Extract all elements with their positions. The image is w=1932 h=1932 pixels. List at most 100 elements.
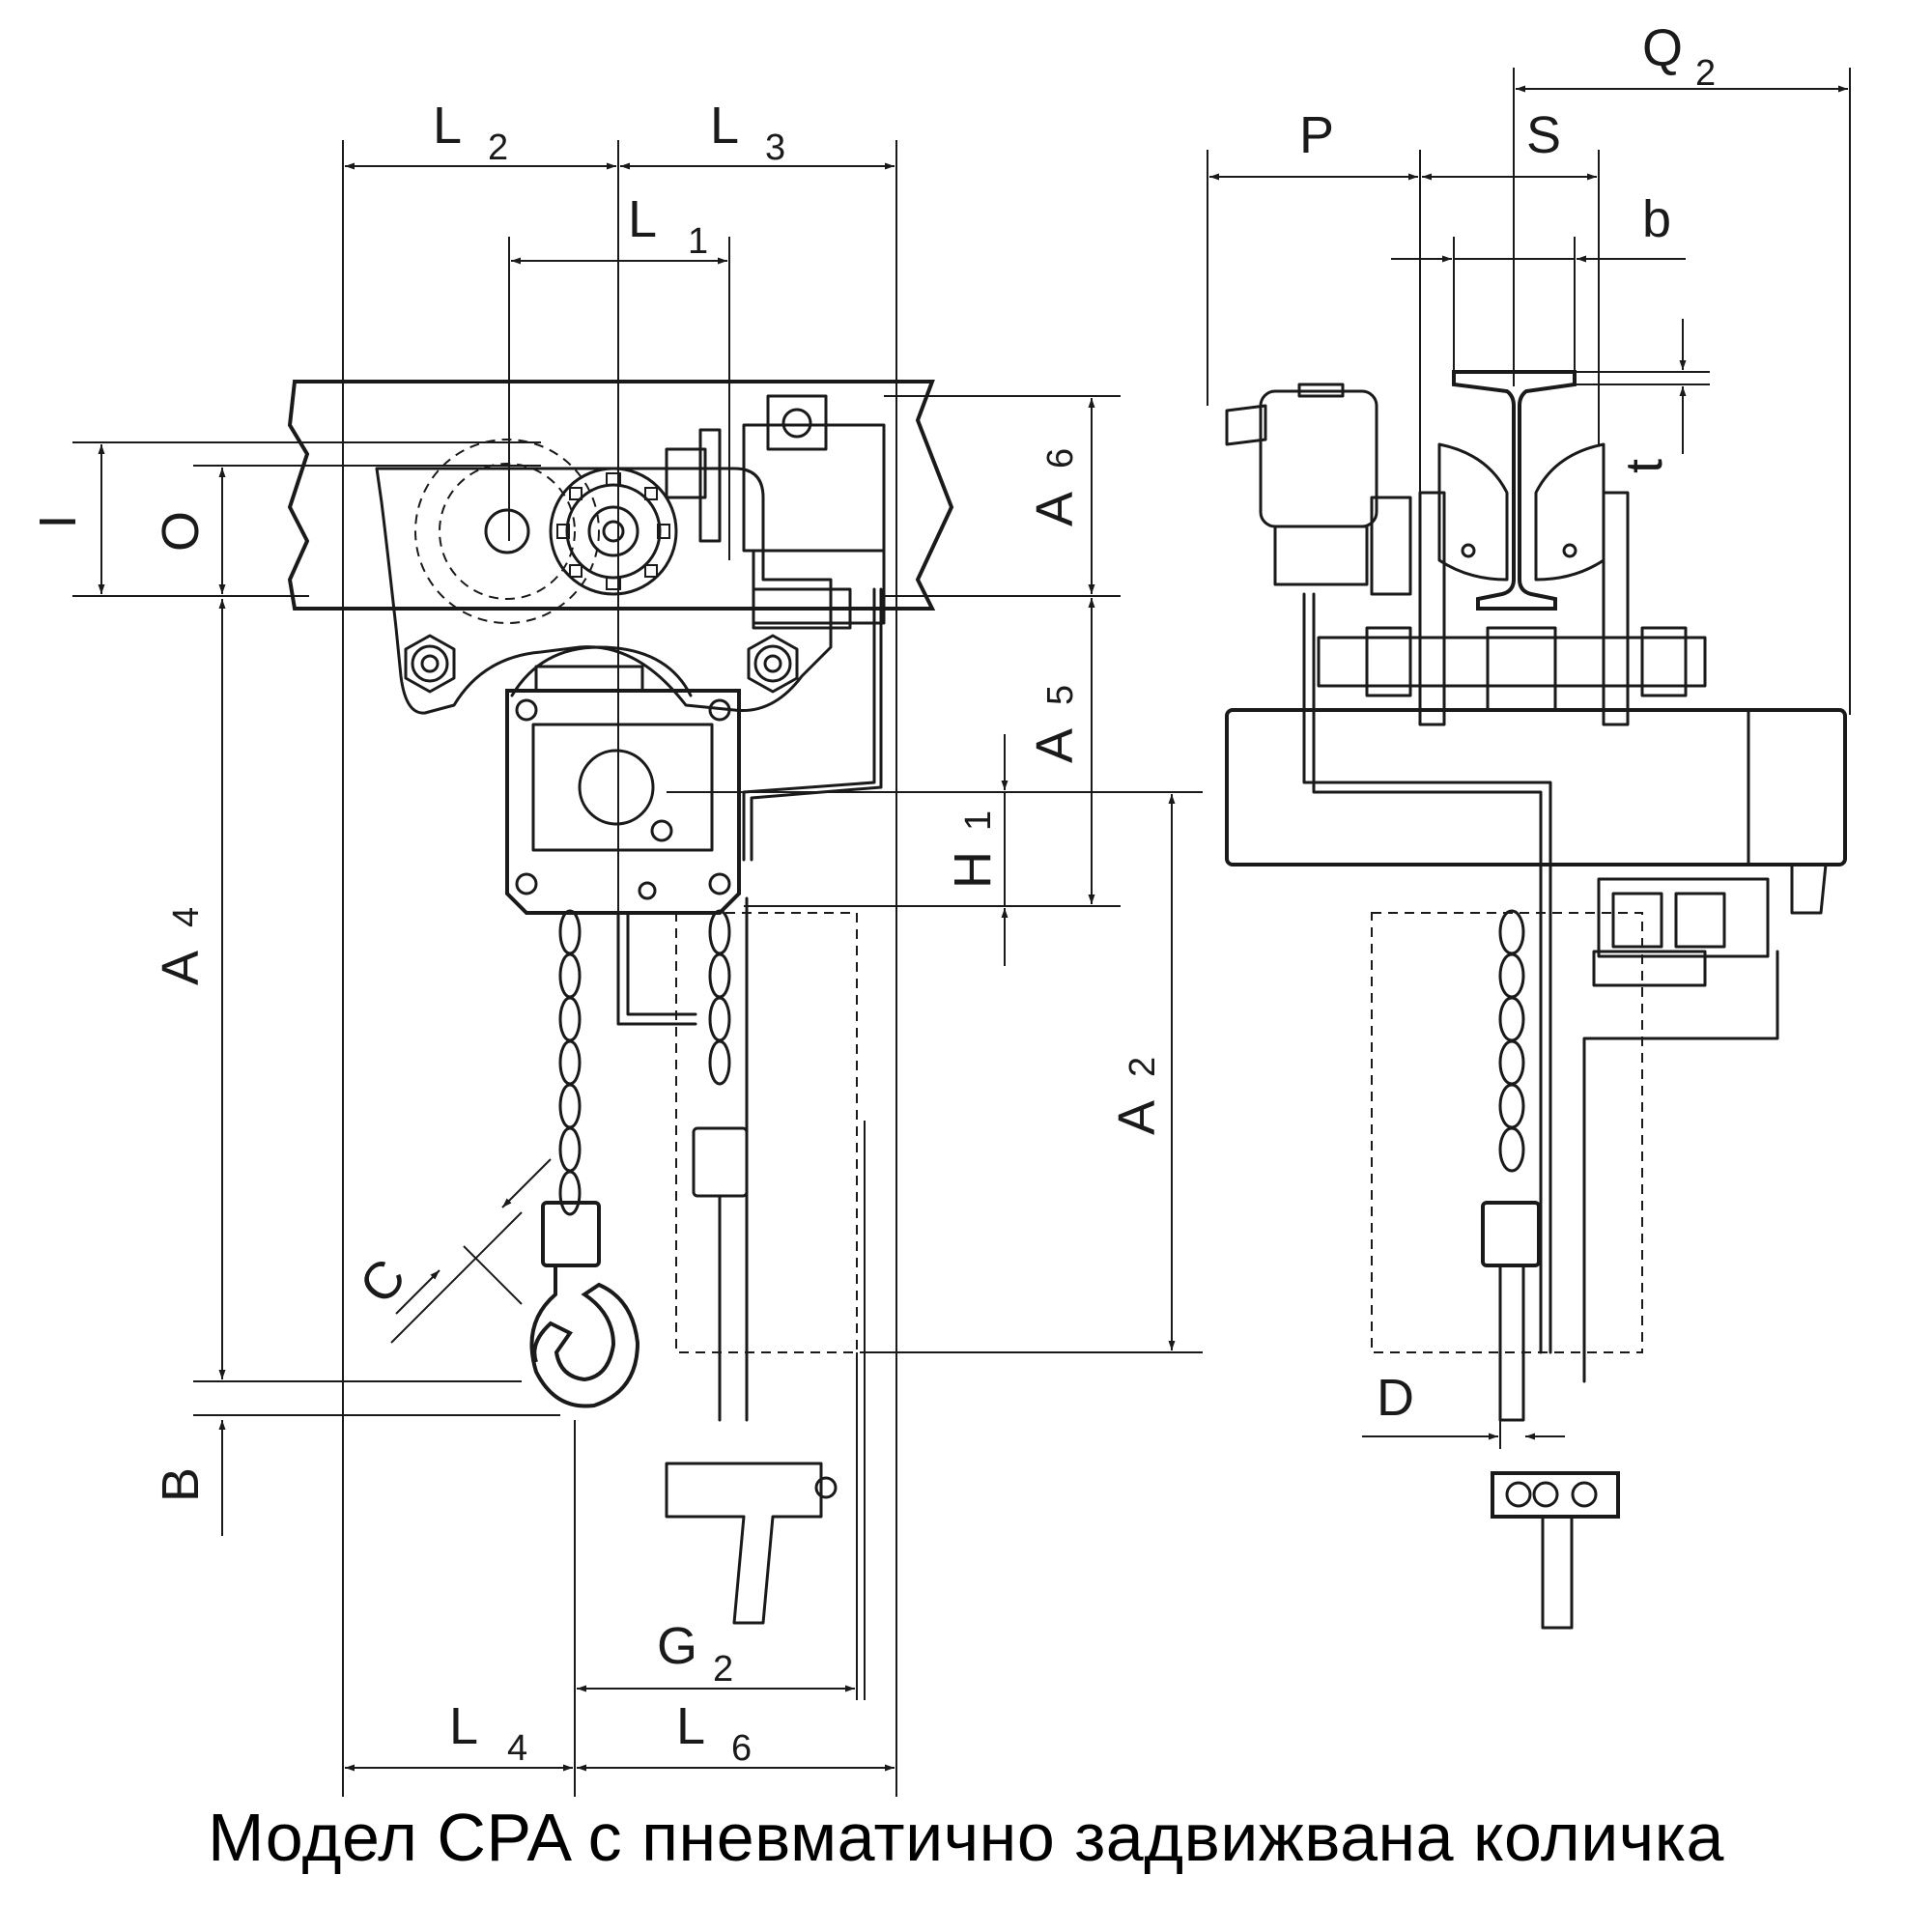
clearance-envelope xyxy=(675,912,858,1353)
label-A4: A 4 xyxy=(152,907,210,985)
svg-text:A: A xyxy=(1026,492,1084,526)
label-Q2: Q 2 xyxy=(1642,19,1716,94)
svg-text:I: I xyxy=(29,514,87,528)
pendant-control xyxy=(665,1462,823,1625)
air-motor-top xyxy=(766,394,828,451)
svg-text:2: 2 xyxy=(1695,53,1716,94)
side-hoist-body xyxy=(1225,708,1847,867)
air-motor-flange xyxy=(698,428,722,543)
label-A5: A 5 xyxy=(1026,685,1084,763)
label-L4: L 4 xyxy=(449,1697,527,1769)
svg-text:4: 4 xyxy=(166,907,207,927)
hoist-suspension xyxy=(510,645,693,697)
svg-text:1: 1 xyxy=(688,221,708,262)
control-chain xyxy=(708,909,731,1086)
side-hook xyxy=(1498,1264,1525,1422)
label-A6: A 6 xyxy=(1026,448,1084,526)
svg-text:O: O xyxy=(152,511,210,552)
svg-text:H: H xyxy=(944,851,1002,889)
air-hose xyxy=(742,587,876,862)
side-clearance-envelope xyxy=(1371,912,1643,1353)
hook-block xyxy=(541,1201,601,1267)
svg-text:C: C xyxy=(349,1248,417,1314)
side-drive-motor xyxy=(1225,404,1267,446)
side-pendant xyxy=(1491,1471,1620,1519)
label-L6: L 6 xyxy=(676,1697,752,1769)
air-motor-port xyxy=(781,408,812,439)
svg-text:L: L xyxy=(449,1697,478,1755)
svg-text:L: L xyxy=(433,97,462,155)
label-L2: L 2 xyxy=(433,97,508,168)
label-O: O xyxy=(152,511,210,552)
svg-text:3: 3 xyxy=(765,128,785,168)
label-H1: H 1 xyxy=(944,810,1002,889)
side-i-beam xyxy=(1452,370,1577,611)
svg-text:A: A xyxy=(1026,728,1084,763)
front-beam xyxy=(287,380,954,611)
svg-text:A: A xyxy=(152,951,210,985)
svg-text:Q: Q xyxy=(1642,19,1683,77)
label-t: t xyxy=(1615,459,1673,473)
wheel-hidden-inner xyxy=(439,463,576,600)
svg-text:1: 1 xyxy=(958,810,999,831)
side-hook-block xyxy=(1481,1201,1541,1267)
hoist-indicator xyxy=(650,819,673,842)
label-P: P xyxy=(1299,106,1334,164)
air-motor-connector xyxy=(665,447,707,499)
side-wheel-left xyxy=(1437,442,1509,582)
control-weight xyxy=(692,1126,749,1198)
side-view xyxy=(1225,370,1847,1630)
label-C: C xyxy=(349,1248,417,1314)
side-pendant-handle xyxy=(1541,1515,1574,1630)
label-A2: A 2 xyxy=(1108,1057,1166,1135)
svg-text:D: D xyxy=(1377,1369,1414,1427)
cross-bolt xyxy=(1317,636,1707,688)
air-motor-valve xyxy=(752,549,886,625)
label-L3: L 3 xyxy=(710,97,785,168)
label-I: I xyxy=(29,514,87,528)
svg-text:P: P xyxy=(1299,106,1334,164)
label-B: B xyxy=(152,1467,210,1502)
gear-motor-outer xyxy=(549,467,678,596)
gear-motor-center xyxy=(602,520,625,543)
svg-text:6: 6 xyxy=(1040,448,1081,469)
load-chain xyxy=(558,909,582,1216)
air-motor-body xyxy=(742,423,886,553)
svg-text:B: B xyxy=(152,1467,210,1502)
svg-text:2: 2 xyxy=(713,1649,733,1690)
side-valve-unit xyxy=(1597,877,1770,958)
trolley-bolt-right xyxy=(747,634,799,694)
svg-text:S: S xyxy=(1526,106,1561,164)
label-b: b xyxy=(1642,190,1671,248)
gear-bolts xyxy=(556,472,670,590)
air-motor-valve-lower xyxy=(752,587,852,630)
svg-text:5: 5 xyxy=(1040,685,1081,705)
svg-text:6: 6 xyxy=(731,1728,752,1769)
figure-caption: Модел CPA с пневматично задвижвана колич… xyxy=(208,1800,1724,1875)
svg-text:L: L xyxy=(676,1697,705,1755)
hoist-inner-panel xyxy=(531,723,714,852)
side-wheel-right xyxy=(1534,442,1605,582)
svg-text:L: L xyxy=(710,97,739,155)
svg-text:G: G xyxy=(657,1617,697,1675)
label-S: S xyxy=(1526,106,1561,164)
dimension-labels: L 2 L 3 L 1 G 2 L 4 L 6 I O A xyxy=(29,19,1716,1769)
front-view xyxy=(287,380,954,1625)
trolley-bolt-left xyxy=(404,634,456,694)
hoist-body xyxy=(505,689,741,915)
side-plate-right xyxy=(1602,491,1630,726)
side-air-hose xyxy=(1302,592,1552,1354)
gear-motor-hub xyxy=(587,505,639,557)
label-D: D xyxy=(1377,1369,1414,1427)
hoist-motor-window xyxy=(578,749,655,826)
label-L1: L 1 xyxy=(628,190,708,262)
svg-text:b: b xyxy=(1642,190,1671,248)
wheel-hidden-outline xyxy=(414,439,600,624)
side-load-chain xyxy=(1498,909,1525,1173)
dimension-lines xyxy=(72,68,1851,1797)
svg-text:4: 4 xyxy=(507,1728,527,1769)
label-G2: G 2 xyxy=(657,1617,733,1690)
svg-text:A: A xyxy=(1108,1100,1166,1135)
side-plate-left xyxy=(1418,491,1446,726)
